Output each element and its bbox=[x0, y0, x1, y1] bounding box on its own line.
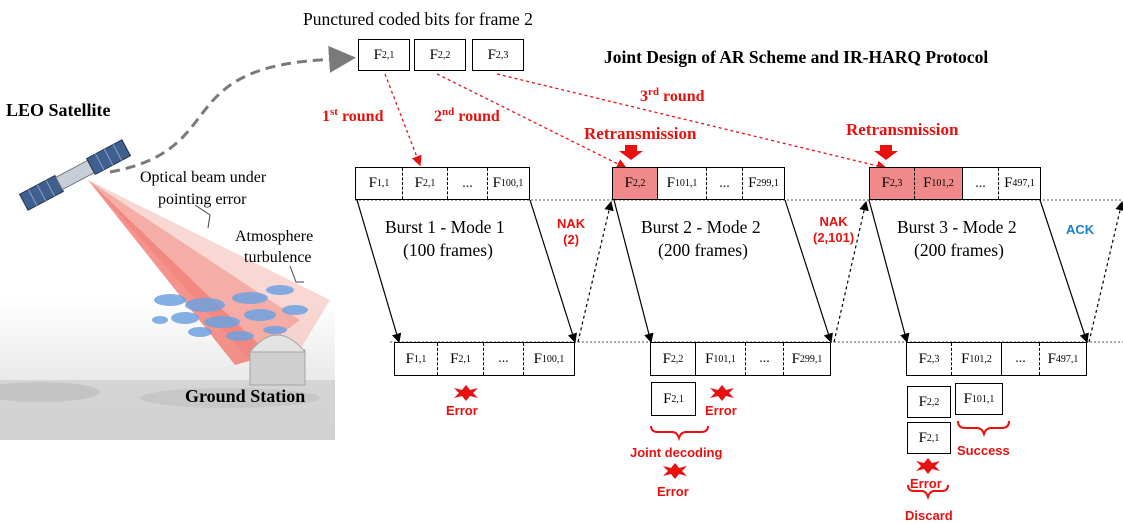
discard-label: Discard bbox=[905, 508, 953, 523]
burst-2-subtitle: (200 frames) bbox=[658, 240, 748, 260]
link-arrow bbox=[109, 45, 356, 174]
beam-leader-line bbox=[194, 204, 211, 229]
round-1-label: 1st round bbox=[322, 106, 384, 125]
feedback-3-ack: ACK bbox=[1066, 222, 1095, 237]
burst-3-title: Burst 3 - Mode 2 bbox=[897, 217, 1017, 237]
retx-arrow-2 bbox=[874, 145, 898, 160]
burst-2-title: Burst 2 - Mode 2 bbox=[641, 217, 761, 237]
turbulence-cells bbox=[152, 285, 308, 341]
retx-arrow-1 bbox=[619, 145, 643, 160]
error-label-1: Error bbox=[446, 403, 478, 418]
retransmission-label-2: Retransmission bbox=[846, 120, 959, 139]
beam-label-line-2: pointing error bbox=[158, 191, 247, 208]
success-label: Success bbox=[957, 443, 1010, 458]
top-label: Punctured coded bits for frame 2 bbox=[303, 9, 533, 29]
error-starbursts bbox=[454, 385, 940, 479]
feedback-1: NAK(2) bbox=[557, 216, 586, 247]
satellite-label: LEO Satellite bbox=[6, 100, 111, 120]
atmo-label-line-2: turbulence bbox=[244, 249, 312, 266]
ground-station-label: Ground Station bbox=[185, 386, 306, 406]
error-label-2: Error bbox=[705, 403, 737, 418]
burst-3-subtitle: (200 frames) bbox=[914, 240, 1004, 260]
atmo-label-line-1: Atmosphere bbox=[235, 228, 314, 245]
round-arrows bbox=[384, 73, 888, 171]
brackets bbox=[650, 420, 1010, 501]
feedback-2: NAK(2,101) bbox=[813, 214, 855, 245]
diagram-title: Joint Design of AR Scheme and IR-HARQ Pr… bbox=[604, 47, 989, 67]
joint-decoding-label: Joint decoding bbox=[630, 445, 723, 460]
error-label-3: Error bbox=[657, 484, 689, 499]
atmo-leader-line bbox=[289, 265, 304, 283]
round-2-label: 2nd round bbox=[434, 106, 500, 125]
retransmission-label-1: Retransmission bbox=[584, 124, 697, 143]
burst-arrows bbox=[356, 199, 1089, 344]
ground-station-dome bbox=[248, 334, 307, 386]
error-label-4: Error bbox=[910, 476, 942, 491]
round-3-label: 3rd round bbox=[640, 86, 705, 105]
satellite-icon bbox=[18, 139, 132, 211]
beam-label-line-1: Optical beam under bbox=[140, 169, 267, 186]
burst-1-subtitle: (100 frames) bbox=[403, 240, 493, 260]
burst-1-title: Burst 1 - Mode 1 bbox=[385, 217, 505, 237]
